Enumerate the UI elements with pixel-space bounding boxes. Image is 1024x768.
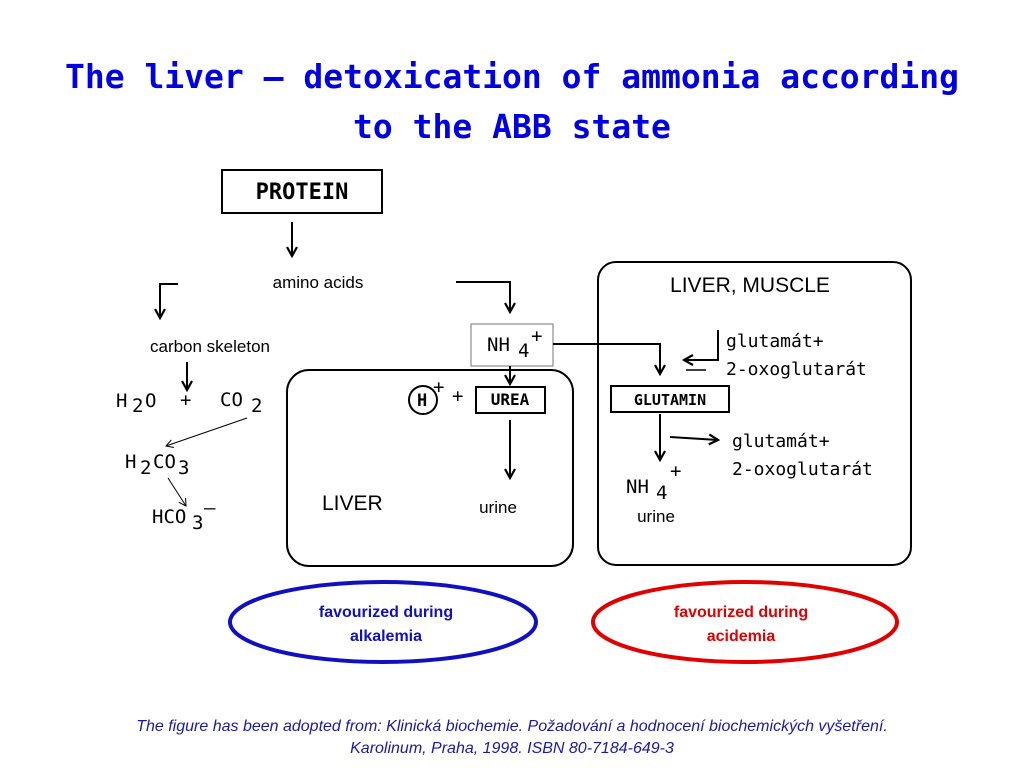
amino-to-carbon-arrow xyxy=(160,283,178,318)
svg-text:2: 2 xyxy=(132,395,143,417)
svg-text:HCO: HCO xyxy=(152,506,186,528)
svg-text:–: – xyxy=(204,497,216,519)
plus-sign: + xyxy=(180,389,191,411)
alkalemia-ellipse: favourized during alkalemia xyxy=(228,580,538,664)
to-h2co3-arrow xyxy=(165,417,248,448)
acidemia-ellipse: favourized during acidemia xyxy=(591,580,899,664)
svg-text:2-oxoglutarát: 2-oxoglutarát xyxy=(732,459,873,480)
liver-muscle-label: LIVER, MUSCLE xyxy=(670,274,830,297)
svg-text:H: H xyxy=(125,451,136,473)
co2-formula: CO 2 xyxy=(220,389,262,417)
glutamin-to-glutamat-arrow xyxy=(669,437,718,440)
glutamat-output: glutamát+ 2-oxoglutarát xyxy=(732,431,873,480)
svg-text:+: + xyxy=(531,325,542,347)
svg-text:4: 4 xyxy=(518,340,529,362)
h-plus: H + xyxy=(408,376,444,415)
slide-title: The liver – detoxication of ammonia acco… xyxy=(0,52,1024,152)
svg-text:NH: NH xyxy=(487,334,510,356)
nh4-output: NH 4 + xyxy=(626,460,681,504)
nh4-to-glutamin-arrow xyxy=(553,343,660,374)
glutamin-box: GLUTAMIN xyxy=(610,385,730,413)
svg-text:3: 3 xyxy=(178,457,189,479)
caption-line-1: The figure has been adopted from: Klinic… xyxy=(136,718,888,735)
svg-text:+: + xyxy=(433,376,444,398)
urine-label: urine xyxy=(479,498,517,517)
svg-text:UREA: UREA xyxy=(491,390,530,409)
svg-text:glutamát+: glutamát+ xyxy=(726,331,824,352)
svg-text:CO: CO xyxy=(153,451,176,473)
svg-text:2: 2 xyxy=(251,395,262,417)
protein-label: PROTEIN xyxy=(256,180,349,205)
to-hco3-arrow xyxy=(167,477,187,507)
title-line-1: The liver – detoxication of ammonia acco… xyxy=(64,57,960,96)
to-nh4-arrow xyxy=(456,281,510,312)
liver-box xyxy=(286,369,574,567)
h2o-formula: H 2 O xyxy=(116,390,156,417)
svg-text:GLUTAMIN: GLUTAMIN xyxy=(634,391,706,409)
nh4-box: NH 4 + xyxy=(470,323,554,367)
title-line-2: to the ABB state xyxy=(353,107,671,146)
svg-text:acidemia: acidemia xyxy=(707,628,776,645)
h2co3-formula: H 2 CO 3 xyxy=(125,451,189,479)
protein-box: PROTEIN xyxy=(221,169,383,214)
svg-text:3: 3 xyxy=(192,512,203,534)
svg-text:H: H xyxy=(116,390,127,412)
svg-text:2-oxoglutarát: 2-oxoglutarát xyxy=(726,359,867,380)
source-caption: The figure has been adopted from: Klinic… xyxy=(0,716,1024,760)
svg-text:glutamát+: glutamát+ xyxy=(732,431,830,452)
svg-text:alkalemia: alkalemia xyxy=(350,628,422,645)
liver-muscle-box xyxy=(597,261,912,566)
caption-line-2: Karolinum, Praha, 1998. ISBN 80-7184-649… xyxy=(350,740,674,757)
svg-text:+: + xyxy=(670,460,681,482)
urine-label-2: urine xyxy=(637,507,675,526)
svg-text:favourized during: favourized during xyxy=(319,604,453,621)
glutamat-input-bracket xyxy=(684,330,719,360)
liver-label: LIVER xyxy=(322,492,383,515)
svg-text:NH: NH xyxy=(626,476,649,498)
svg-text:2: 2 xyxy=(140,457,151,479)
amino-acids-label: amino acids xyxy=(273,273,364,292)
svg-text:H: H xyxy=(417,391,427,411)
svg-text:4: 4 xyxy=(656,482,667,504)
glutamat-input: glutamát+ 2-oxoglutarát xyxy=(726,331,867,380)
h-plus-plus-sign: + xyxy=(452,385,463,407)
svg-text:CO: CO xyxy=(220,389,243,411)
carbon-skeleton-label: carbon skeleton xyxy=(150,337,270,356)
svg-text:favourized during: favourized during xyxy=(674,604,808,621)
svg-text:O: O xyxy=(145,390,156,412)
urea-box: UREA xyxy=(475,386,546,414)
hco3-formula: HCO 3 – xyxy=(152,497,216,534)
